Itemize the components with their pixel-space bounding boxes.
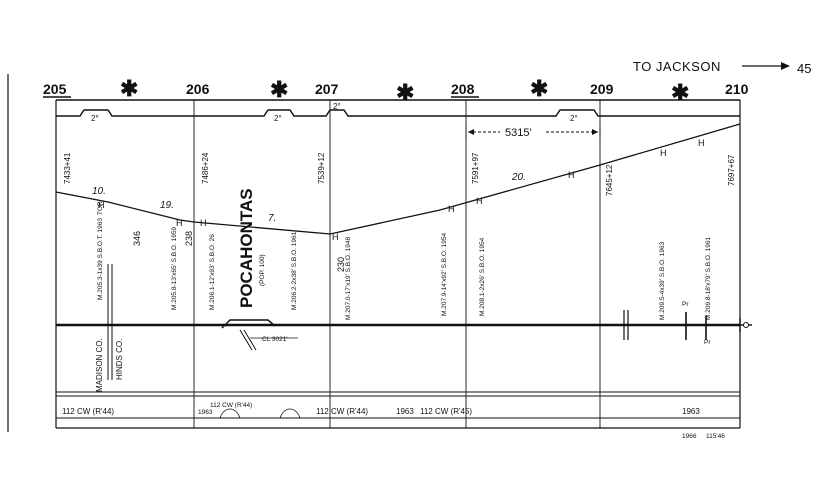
milepost-208: 208 (451, 81, 475, 97)
bridge-label-5: M.207.0-17'x19' S.B.O. 1948 (345, 237, 352, 320)
direction-label: TO JACKSON (633, 59, 721, 74)
wire-label-4: 112 CW (R'44) (316, 407, 368, 416)
elevation-label-3: 230 (336, 257, 346, 272)
asterisk-icon: ✱ (270, 77, 288, 102)
page-number: 45 (797, 61, 811, 76)
station-label-5: 7645+12 (605, 164, 614, 196)
bridge-label-1: M.205.3-1x39 S.B.O.T. 1963 (97, 218, 104, 300)
station-label-2: 7486+24 (201, 152, 210, 184)
bridge-label-8: M.209.5-4x39' S.B.O. 1963 (659, 241, 666, 320)
grade-label-4: 20. (511, 172, 526, 183)
wire-label-3: 112 CW (R'44) (210, 402, 252, 409)
asterisk-icon: ✱ (530, 76, 548, 101)
curve-label-1: 2° (91, 114, 99, 123)
bridge-label-4: M.206.2-2x38' S.B.O. 1961 (291, 231, 298, 310)
signal-label-1: Pr (682, 301, 689, 308)
milepost-marker-icon (743, 322, 749, 328)
tangent-arrow-right-icon (592, 129, 598, 135)
h-marker-icon: H (176, 218, 183, 228)
bridge-label-7: M.208.1-2x26' S.B.O. 1954 (479, 237, 486, 316)
siding-leader (243, 329, 257, 351)
grade-label-2: 19. (160, 200, 174, 211)
wire-label-9: 115'46 (706, 433, 725, 440)
asterisk-icon: ✱ (671, 80, 689, 105)
station-label-1: 7433+41 (63, 152, 72, 184)
bridge-label-2: M.205.8-13'x65' S.B.O. 1959 (171, 227, 178, 310)
header-svg: TO JACKSON 45 (633, 59, 811, 76)
wire-label-8: 1966 (682, 433, 697, 440)
asterisk-icon: ✱ (120, 76, 138, 101)
h-marker-icon: H (568, 170, 575, 180)
tangent-length: 5315' (505, 127, 532, 139)
h-marker-icon: H (660, 148, 667, 158)
milepost-210: 210 (725, 81, 749, 97)
county-label-madison: MADISON CO. (95, 338, 104, 392)
bridge-label-9: M.209.8-18'x79' S.B.O. 1961 (705, 237, 712, 320)
milepost-209: 209 (590, 81, 614, 97)
h-marker-icon: H (698, 138, 705, 148)
bridge-label-6: M.207.9-14'x92' S.B.O. 1954 (441, 233, 448, 316)
h-marker-icon: H (476, 196, 483, 206)
grade-label-3: 7. (268, 213, 276, 224)
grade-label-1: 10. (92, 186, 106, 197)
alignment-line (56, 109, 740, 117)
station-label-4: 7591+97 (471, 152, 480, 184)
siding-length: CL 3021' (262, 336, 288, 343)
station-label-3: 7539+12 (317, 152, 326, 184)
siding-leader (239, 329, 253, 351)
elevation-label-1: 346 (132, 231, 142, 246)
siding-track (221, 319, 276, 329)
wire-label-5: 1963 (396, 407, 414, 416)
h-marker-icon: H (332, 232, 339, 242)
county-label-hinds: HINDS CO. (115, 339, 124, 380)
h-marker-icon: H (200, 218, 207, 228)
station-label-6: 7697+67 (727, 154, 736, 186)
milepost-206: 206 (186, 81, 210, 97)
curve-label-4: 2° (570, 114, 578, 123)
grade-profile-line (55, 123, 741, 235)
curve-label-3: 2° (333, 102, 341, 111)
station-name: POCAHONTAS (237, 188, 256, 308)
signal-label-2: Pr (704, 339, 711, 346)
wire-label-7: 112 CW (R'45) (420, 407, 472, 416)
h-marker-icon: H (448, 204, 455, 214)
elevation-label-4: TOR (97, 201, 104, 215)
wire-label-6: 1963 (682, 407, 700, 416)
tangent-arrow-left-icon (468, 129, 474, 135)
bridge-label-3: M.206.1-12'x93' S.B.O. 26 (209, 234, 216, 310)
wire-label-2: 1963 (198, 409, 213, 416)
direction-arrow-icon (781, 62, 790, 70)
station-population: (POP. 100) (259, 254, 266, 286)
milepost-207: 207 (315, 81, 339, 97)
asterisk-icon: ✱ (396, 80, 414, 105)
elevation-label-2: 238 (184, 231, 194, 246)
h-marker-icon: H (98, 200, 105, 210)
curve-label-2: 2° (274, 114, 282, 123)
wire-loop (219, 408, 301, 419)
wire-label-1: 112 CW (R'44) (62, 407, 114, 416)
milepost-205: 205 (43, 81, 67, 97)
